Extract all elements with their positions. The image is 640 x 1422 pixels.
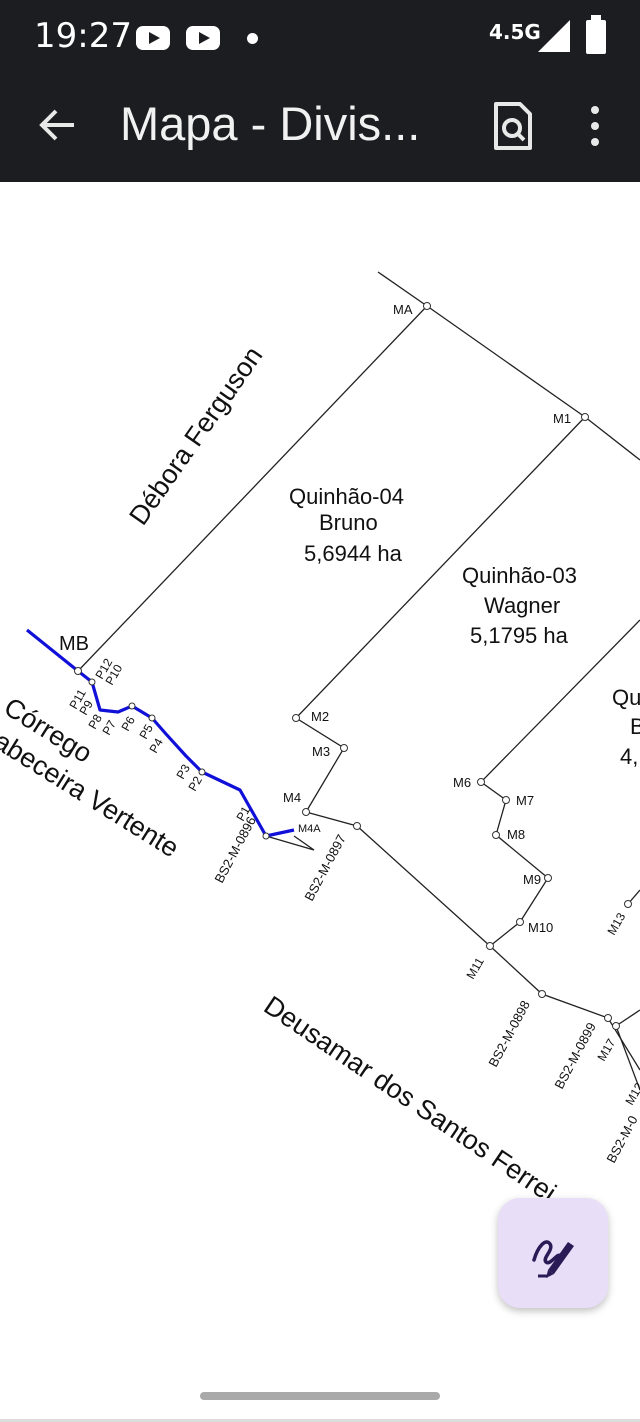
marker-label-m12: M12 [622,1080,640,1107]
parcel-q03-name: Quinhão-03 [462,563,577,588]
marker-label-m9: M9 [523,872,541,887]
marker-label-mb: MB [59,633,89,655]
marker-label-p7: P7 [99,718,119,738]
more-vert-icon[interactable] [580,100,610,152]
page-title: Mapa - Divis... [120,97,421,150]
parcel-q04-area: 5,6944 ha [304,541,403,566]
marker-label-bs-partial: BS2-M-0 [603,1113,640,1165]
marker-label-m4: M4 [283,790,301,805]
marker-points [74,302,632,1030]
marker-label-m13: M13 [604,910,628,937]
edit-fab-button[interactable] [498,1198,608,1308]
boundary-lines [77,271,640,1091]
marker-label-m4a: M4A [298,823,321,835]
marker-label-m2: M2 [311,709,329,724]
battery-icon [586,15,606,54]
marker-label-bs0897: BS2-M-0897 [301,832,349,903]
document-search-icon[interactable] [490,100,536,152]
parcel-q03-area: 5,1795 ha [470,623,569,648]
parcel-q02-name: Qu [612,685,640,710]
signal-icon [538,20,570,52]
marker-label-m11: M11 [463,955,487,982]
parcel-q03-owner: Wagner [484,593,560,618]
notification-dot-icon [247,33,258,44]
marker-label-bs0896: BS2-M-0896 [211,814,259,885]
marker-label-p8: P8 [85,712,105,732]
youtube-icon [136,26,170,50]
marker-label-p4: P4 [146,736,166,756]
status-bar: 19:27 4.5G [0,0,640,78]
parcel-q04-owner: Bruno [319,510,378,535]
marker-label-p2: P2 [185,774,205,794]
marker-label-m3: M3 [312,744,330,759]
marker-label-m8: M8 [507,827,525,842]
home-indicator[interactable] [200,1392,440,1400]
marker-label-m17: M17 [594,1036,618,1063]
marker-label-ma: MA [393,302,413,317]
status-time: 19:27 [34,16,132,56]
marker-label-m1: M1 [553,411,571,426]
network-type: 4.5G [489,20,541,44]
marker-label-p6: P6 [118,714,138,734]
map-drawing[interactable]: Débora Ferguson Deusamar dos Santos Ferr… [0,182,640,1382]
marker-label-m6: M6 [453,775,471,790]
arrow-back-icon[interactable] [34,100,84,150]
marker-label-bs0899: BS2-M-0899 [551,1020,599,1091]
app-bar: Mapa - Divis... [0,78,640,182]
parcel-q04-name: Quinhão-04 [289,484,404,509]
marker-label-p5: P5 [136,722,156,742]
parcel-q02-owner: B [630,714,640,739]
marker-label-m7: M7 [516,793,534,808]
youtube-icon [186,26,220,50]
parcel-q02-area: 4, [620,744,638,769]
marker-label-p9: P9 [76,698,96,718]
marker-label-m10: M10 [528,920,553,935]
bottom-divider [0,1419,640,1422]
marker-label-p1: P1 [233,804,253,824]
marker-label-bs0898: BS2-M-0898 [485,998,533,1069]
edit-pen-icon [532,1240,574,1278]
owner-label-debora: Débora Ferguson [123,341,268,530]
marker-label-p3: P3 [173,762,193,782]
